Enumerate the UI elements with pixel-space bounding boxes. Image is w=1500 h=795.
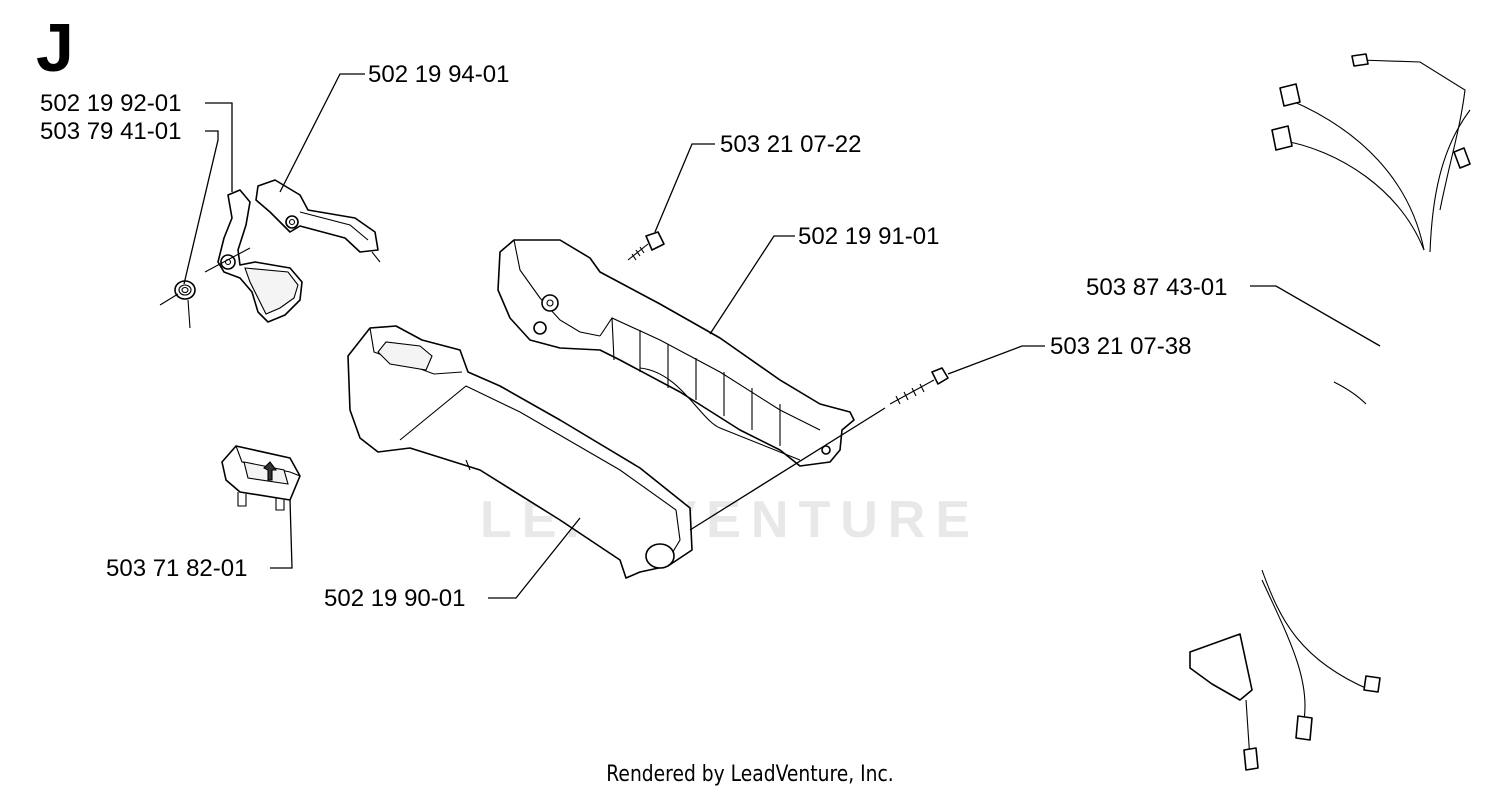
part-label-503-79-41-01[interactable]: 503 79 41-01 <box>40 118 182 145</box>
spring-part[interactable] <box>159 280 196 329</box>
part-label-503-87-43-01[interactable]: 503 87 43-01 <box>1086 274 1228 301</box>
throttle-lockout-part[interactable] <box>204 189 303 323</box>
footer-credit: Rendered by LeadVenture, Inc. <box>606 762 894 787</box>
part-label-503-21-07-38[interactable]: 503 21 07-38 <box>1050 333 1192 360</box>
stop-switch-part[interactable] <box>221 445 301 511</box>
part-label-502-19-92-01[interactable]: 502 19 92-01 <box>40 90 182 117</box>
part-label-503-21-07-22[interactable]: 503 21 07-22 <box>720 131 862 158</box>
handle-half-front-part[interactable] <box>347 325 693 579</box>
part-label-502-19-91-01[interactable]: 502 19 91-01 <box>798 223 940 250</box>
section-letter: J <box>36 10 74 86</box>
wiring-harness-part[interactable] <box>1189 53 1471 771</box>
throttle-trigger-part[interactable] <box>255 179 381 263</box>
screw-long-part[interactable] <box>889 367 949 405</box>
part-label-503-71-82-01[interactable]: 503 71 82-01 <box>106 555 248 582</box>
screw-short-part[interactable] <box>627 231 665 261</box>
leader-lines <box>183 73 1381 599</box>
part-label-502-19-90-01[interactable]: 502 19 90-01 <box>324 585 466 612</box>
part-label-502-19-94-01[interactable]: 502 19 94-01 <box>368 61 510 88</box>
handle-half-rear-part[interactable] <box>497 239 855 467</box>
